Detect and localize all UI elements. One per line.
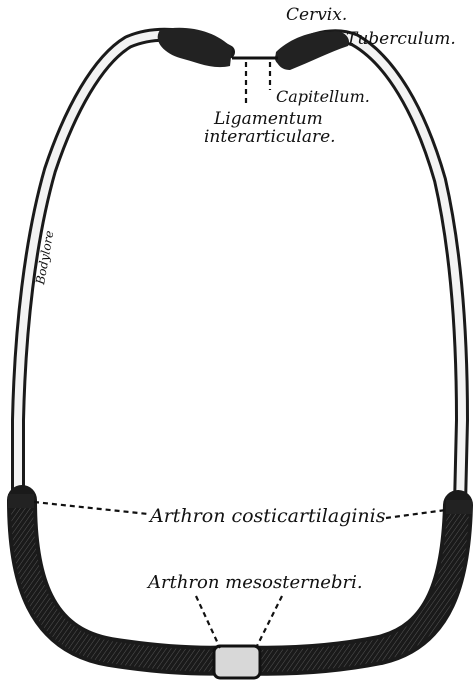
interarticulare-label: interarticulare. (204, 127, 336, 147)
mesosternebra-block (214, 646, 260, 678)
costi-leader-right (386, 510, 446, 518)
meso-leader-right (256, 596, 282, 648)
arthron-costicartilaginis-label: Arthron costicartilaginis (148, 505, 386, 527)
left-joint-marker (8, 494, 34, 508)
arthron-mesosternebri-label: Arthron mesosternebri. (146, 572, 363, 593)
right-rib-body (282, 36, 462, 505)
tuberculum-label: Tuberculum. (346, 29, 456, 49)
cervix-label: Cervix. (286, 5, 347, 25)
meso-leader-left (196, 596, 220, 648)
right-joint-marker (446, 500, 472, 514)
left-rib-head (158, 28, 232, 67)
capitellum-label: Capitellum. (276, 87, 370, 106)
leader-lines (34, 62, 446, 648)
labels: Cervix. Tuberculum. Capitellum. Ligament… (33, 5, 456, 593)
ligamentum-label: Ligamentum (213, 109, 323, 129)
right-rib-outline (282, 36, 462, 505)
costi-leader-left (34, 502, 148, 514)
right-rib-head (276, 31, 349, 70)
